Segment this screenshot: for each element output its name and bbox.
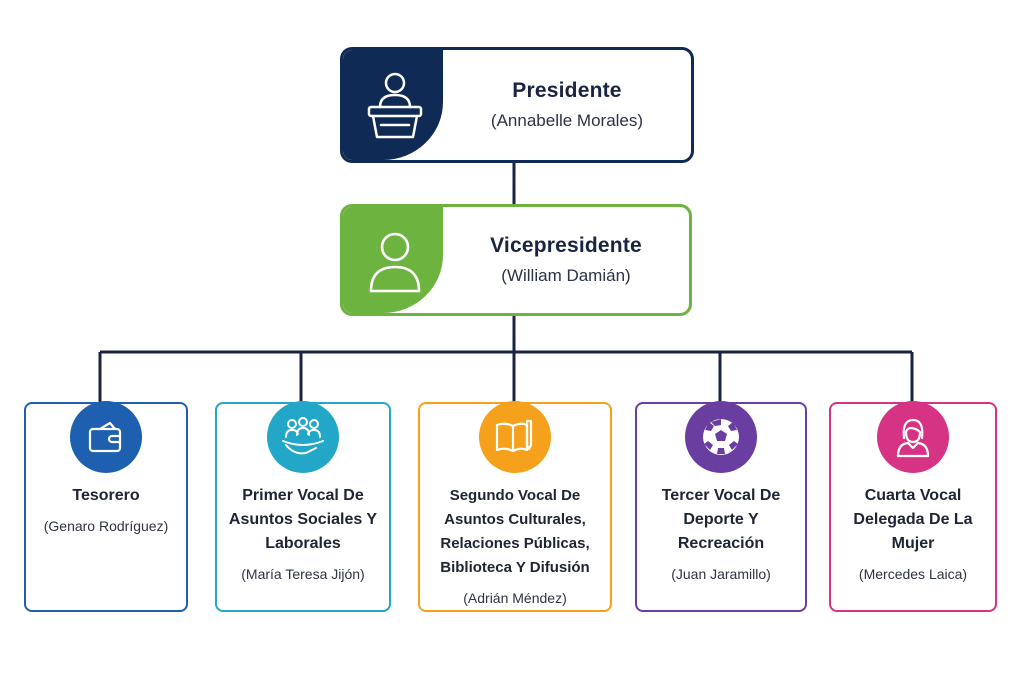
cuarta-vocal-name: (Mercedes Laica) (858, 566, 968, 582)
tercer-vocal-title: Tercer Vocal De Deporte Y Recreación (661, 487, 781, 552)
president-title: Presidente (512, 79, 622, 102)
president-icon-panel (343, 50, 443, 160)
podium-speaker-icon (367, 72, 423, 139)
wallet-icon (88, 421, 122, 453)
soccer-ball-icon (703, 419, 739, 455)
primer-vocal-name: (María Teresa Jijón) (241, 566, 365, 582)
segundo-vocal-name: (Adrián Méndez) (463, 590, 567, 606)
tesorero-name: (Genaro Rodríguez) (43, 518, 169, 534)
card-primer-vocal: Primer Vocal De Asuntos Sociales Y Labor… (215, 401, 391, 612)
book-icon (495, 419, 533, 453)
cuarta-vocal-icon-circle (877, 401, 949, 473)
segundo-vocal-icon-circle (479, 401, 551, 473)
tesorero-title: Tesorero (72, 487, 140, 504)
cuarta-vocal-title: Cuarta Vocal Delegada De La Mujer (853, 487, 973, 552)
president-box: Presidente (Annabelle Morales) (340, 47, 694, 163)
card-tercer-vocal: Tercer Vocal De Deporte Y Recreación (Ju… (635, 401, 807, 612)
card-tesorero: Tesorero (Genaro Rodríguez) (24, 401, 188, 612)
vice-president-box: Vicepresidente (William Damián) (340, 204, 692, 316)
card-segundo-vocal: Segundo Vocal De Asuntos Culturales, Rel… (418, 401, 612, 612)
president-name: (Annabelle Morales) (490, 111, 644, 130)
tercer-vocal-name: (Juan Jaramillo) (671, 566, 771, 582)
vice-president-name: (William Damián) (501, 266, 631, 285)
helping-hands-icon (282, 417, 324, 455)
card-cuarta-vocal: Cuarta Vocal Delegada De La Mujer (Merce… (829, 401, 997, 612)
tercer-vocal-icon-circle (685, 401, 757, 473)
vice-president-icon-panel (343, 207, 443, 313)
primer-vocal-title: Primer Vocal De Asuntos Sociales Y Labor… (228, 487, 378, 552)
woman-icon (896, 418, 930, 458)
tesorero-icon-circle (70, 401, 142, 473)
primer-vocal-icon-circle (267, 401, 339, 473)
vice-president-title: Vicepresidente (490, 234, 642, 257)
segundo-vocal-title: Segundo Vocal De Asuntos Culturales, Rel… (440, 487, 590, 576)
person-icon (369, 232, 421, 293)
